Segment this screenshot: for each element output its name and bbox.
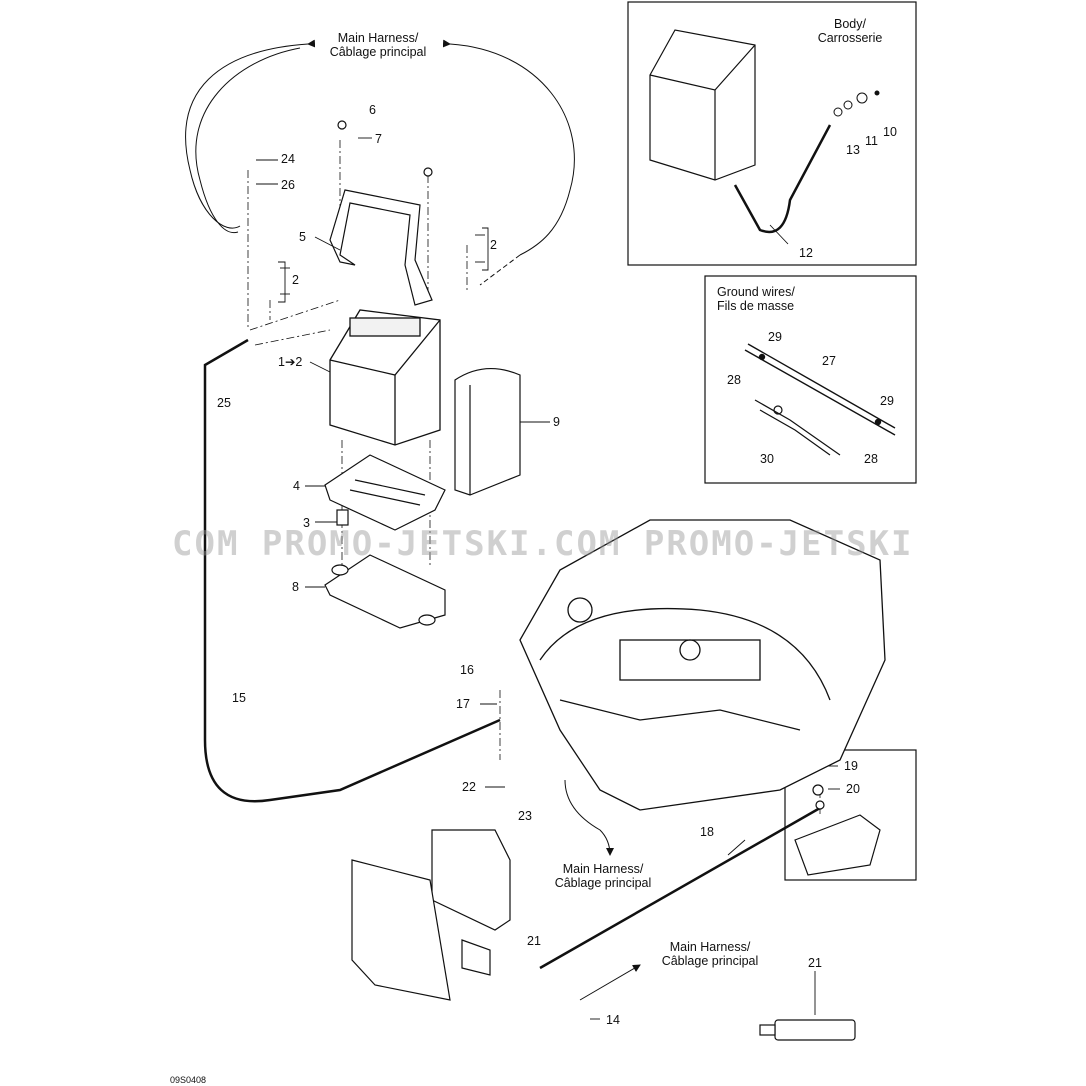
leader-lines — [256, 137, 840, 1020]
callout-28a: 28 — [727, 373, 741, 387]
callout-13: 13 — [846, 143, 860, 157]
callout-23: 23 — [518, 809, 532, 823]
harness-bottom-arrow — [579, 964, 641, 1001]
ground-cable-18 — [539, 806, 821, 970]
battery — [329, 309, 441, 446]
main-harness-top-label: Main Harness/Câblage principal — [329, 31, 427, 59]
callout-16: 16 — [460, 663, 474, 677]
support-plate — [324, 509, 446, 629]
callout-17: 17 — [456, 697, 470, 711]
body-label: Body/Carrosserie — [817, 17, 883, 45]
callout-11: 11 — [865, 134, 878, 148]
battery-inset — [649, 29, 756, 181]
callout-15: 15 — [232, 691, 246, 705]
callout-25: 25 — [217, 396, 231, 410]
harness-mid-arrow — [564, 779, 614, 856]
callout-9: 9 — [553, 415, 560, 429]
callout-2a: 2 — [490, 238, 497, 252]
main-harness-mid-label: Main Harness/Câblage principal — [554, 862, 652, 890]
callout-7: 7 — [375, 132, 382, 146]
ground-cable-12 — [733, 124, 832, 234]
callout-18: 18 — [700, 825, 714, 839]
main-harness-bottom-label: Main Harness/Câblage principal — [661, 940, 759, 968]
ground-hardware — [833, 90, 880, 117]
battery-cover — [454, 367, 521, 496]
battery-tray — [324, 454, 446, 531]
callout-6: 6 — [369, 103, 376, 117]
callout-21b: 21 — [808, 956, 822, 970]
callout-26: 26 — [281, 178, 295, 192]
callout-1-to-2: 1➔2 — [278, 355, 303, 369]
callout-14: 14 — [606, 1013, 620, 1027]
ground-wires-label: Ground wires/Fils de masse — [717, 285, 795, 313]
callout-27: 27 — [822, 354, 836, 368]
starter-inset-frame — [784, 749, 917, 881]
callout-2b: 2 — [292, 273, 299, 287]
callout-5: 5 — [299, 230, 306, 244]
callout-3: 3 — [303, 516, 310, 530]
callout-19: 19 — [844, 759, 858, 773]
bracket-marks — [278, 227, 489, 303]
main-harness-loop — [185, 39, 575, 286]
callout-29b: 29 — [880, 394, 894, 408]
callout-20: 20 — [846, 782, 860, 796]
electrical-box — [351, 829, 511, 1001]
callout-21a: 21 — [527, 934, 541, 948]
callout-29a: 29 — [768, 330, 782, 344]
ground-wires-inset-frame — [704, 275, 917, 484]
starter-motor — [794, 784, 881, 876]
sealant-tube — [759, 1019, 856, 1041]
callout-24: 24 — [281, 152, 295, 166]
callout-28b: 28 — [864, 452, 878, 466]
ground-wire-27 — [744, 343, 896, 436]
callout-12: 12 — [799, 246, 813, 260]
callout-8: 8 — [292, 580, 299, 594]
watermark: COM PROMO-JETSKI.COM PROMO-JETSKI — [172, 524, 914, 564]
crimping-pliers — [754, 399, 841, 456]
drawing-code: 09S0408 — [170, 1075, 207, 1085]
callout-30: 30 — [760, 452, 774, 466]
callout-22: 22 — [462, 780, 476, 794]
engine — [519, 519, 886, 811]
callout-10: 10 — [883, 125, 897, 139]
battery-bracket — [329, 120, 433, 306]
body-ground-inset-frame — [627, 1, 917, 266]
callout-4: 4 — [293, 479, 300, 493]
cable-15 — [203, 338, 501, 803]
